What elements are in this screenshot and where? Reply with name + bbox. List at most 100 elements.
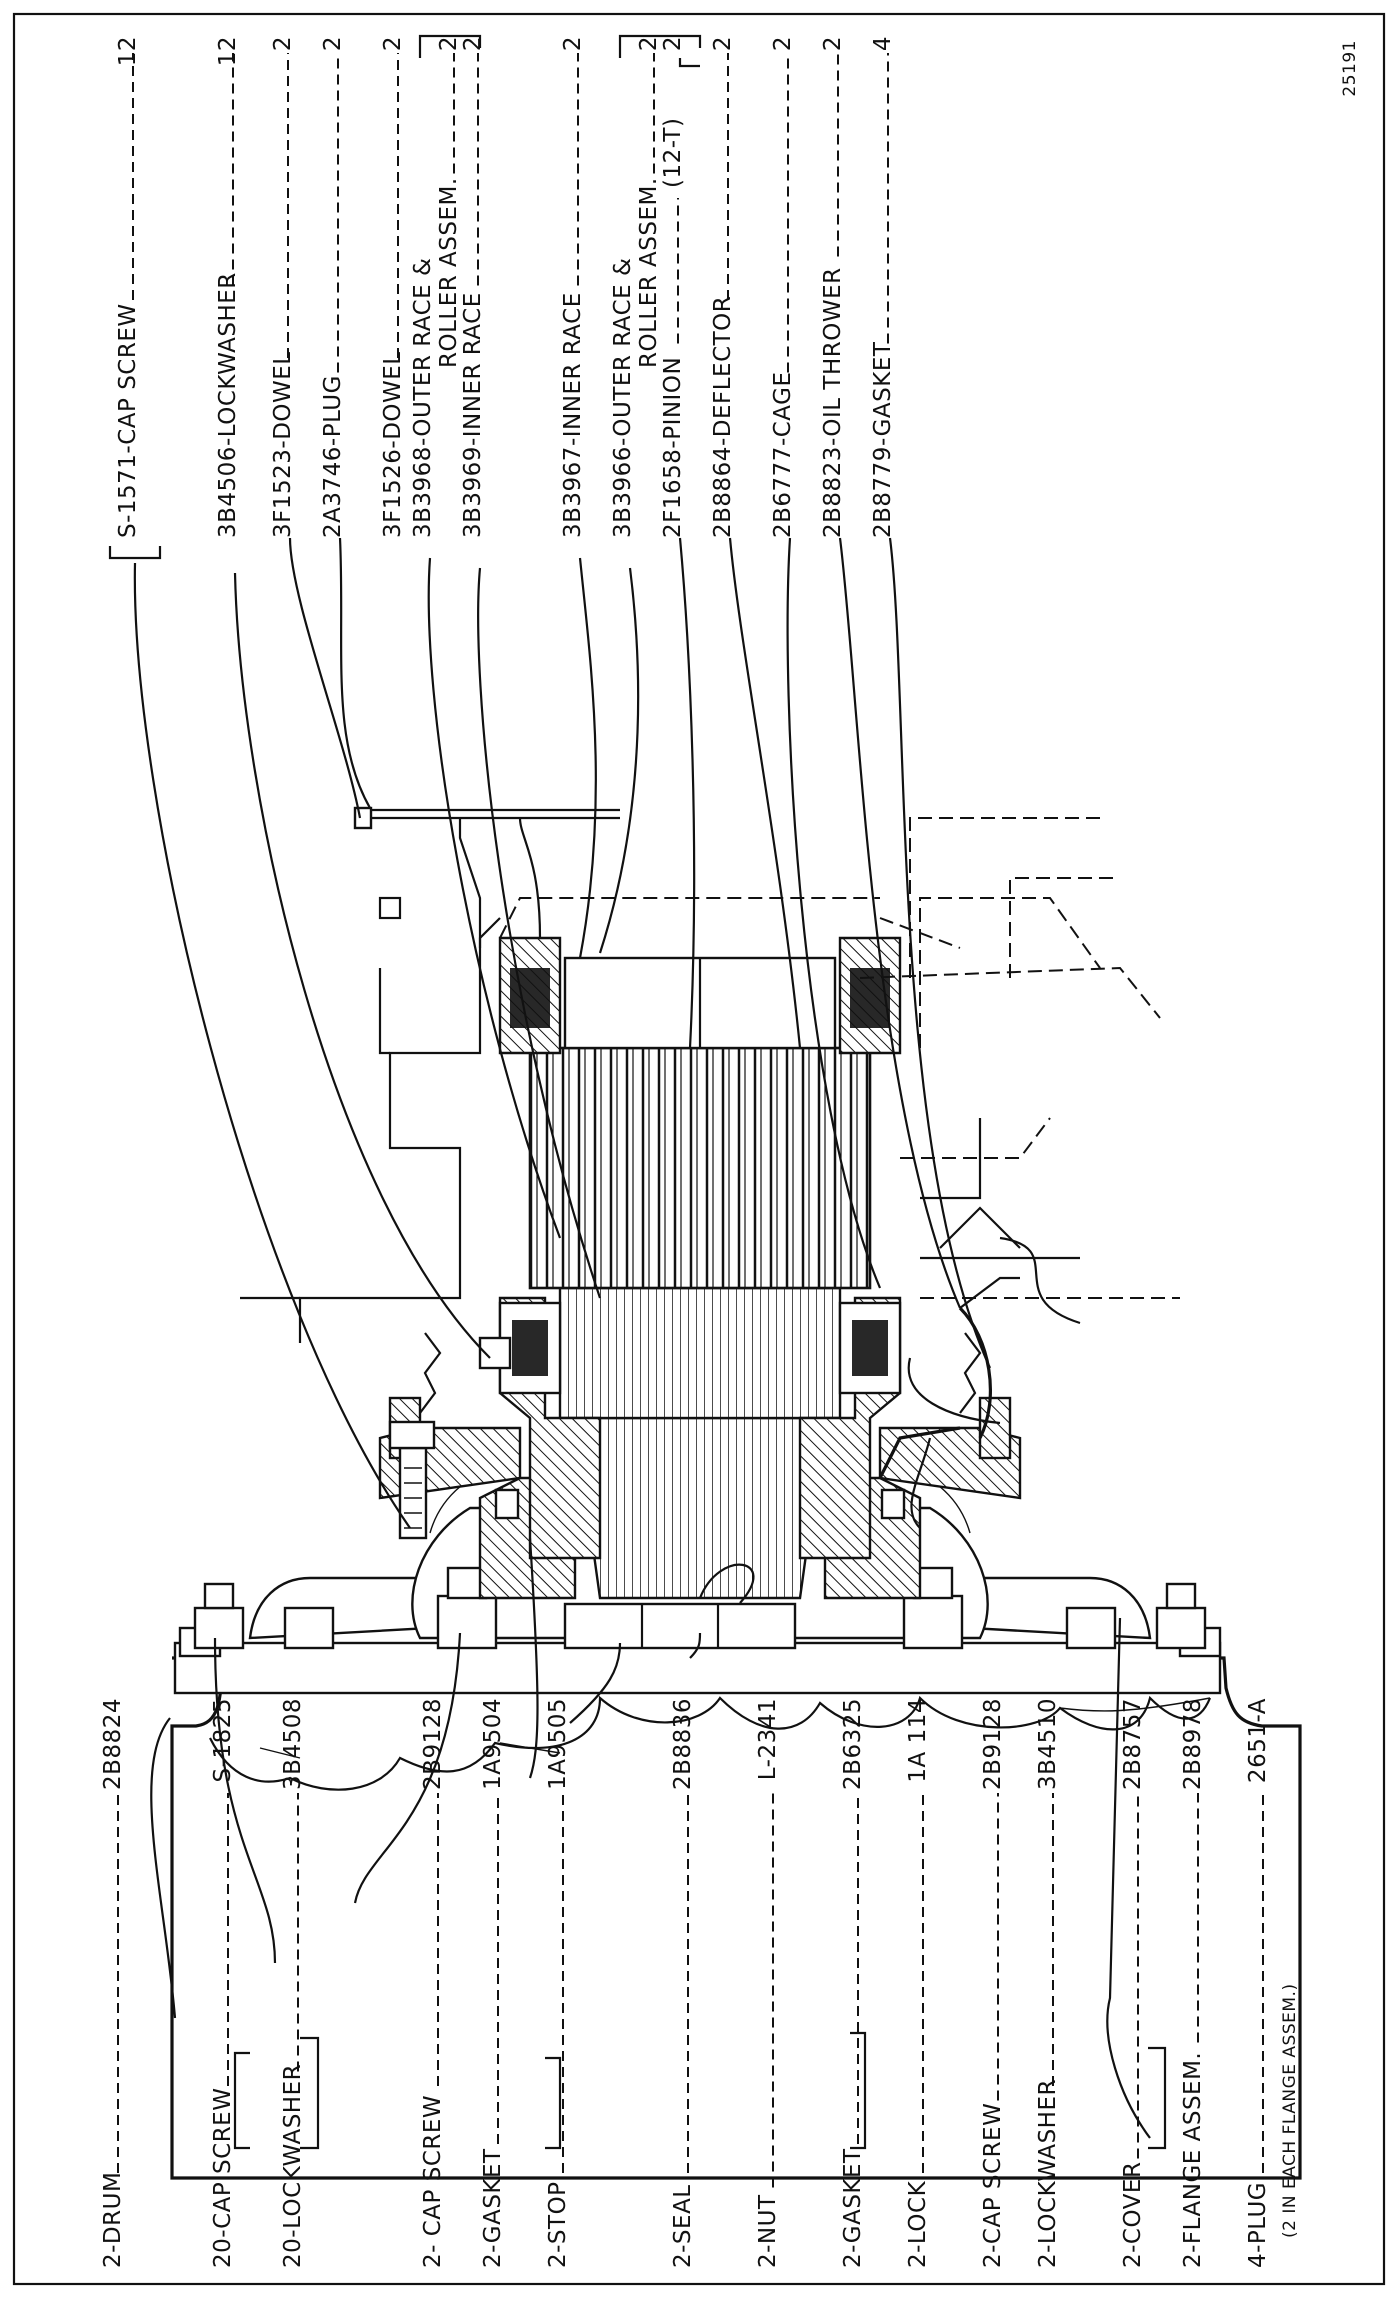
part-number: 2B6325 (840, 1698, 866, 1790)
part-label-cap-screw-20: 20-CAP SCREW S-1825 (210, 1698, 236, 2268)
part-number: 2B8824 (100, 1698, 126, 1790)
part-label-text: 2-DRUM (100, 2172, 126, 2268)
part-quantity: 2 (436, 36, 462, 51)
part-label-text: 2B8779-GASKET (870, 341, 896, 538)
part-number: 2651-A (1245, 1698, 1271, 1783)
leader-outer-race-3b3968 (427, 557, 562, 1239)
part-quantity: 2 (770, 36, 796, 51)
part-label-gasket-2b8779: 2B8779-GASKET 4 (870, 36, 896, 538)
leader-gasket-2a (353, 1632, 462, 1904)
part-quantity: 2 (380, 36, 406, 51)
part-label-cap-screw-2b: 2-CAP SCREW 2B9128 (980, 1698, 1006, 2268)
housing-outline (240, 817, 1180, 1343)
part-label-text-2: ROLLER ASSEM. (636, 177, 662, 368)
part-number: L-2341 (755, 1698, 781, 1780)
part-note: (2 IN EACH FLANGE ASSEM.) (1280, 1983, 1300, 2238)
part-number: S-1825 (210, 1698, 236, 1782)
part-quantity: 4 (870, 36, 896, 51)
plug-and-dowel (353, 806, 620, 948)
part-label-text: 3F1526-DOWEL (380, 351, 406, 538)
part-label-text: 2- CAP SCREW (420, 2095, 446, 2268)
part-label-text: S-1571-CAP SCREW (115, 303, 141, 538)
leader-cover (907, 1357, 1001, 1425)
part-label-outer-race-3b3966: 3B3966-OUTER RACE &ROLLER ASSEM. 2 (610, 36, 662, 538)
part-label-dowel-3f1526: 3F1526-DOWEL 2 (380, 36, 406, 538)
leader-outer-race-3b3966 (598, 567, 640, 954)
part-label-text: 3B3969-INNER RACE (460, 292, 486, 538)
leader-flange-assem (999, 1236, 1081, 1325)
pinion-shaft (558, 1286, 842, 1600)
part-label-text: 20-LOCKWASHER (280, 2064, 306, 2268)
leader-nut (569, 1642, 622, 1724)
part-quantity: 2 (820, 36, 846, 51)
part-number: 2B9128 (980, 1698, 1006, 1790)
part-label-pinion-2f1658: 2F1658-PINION(12-T)2 (660, 36, 686, 538)
oil-thrower-gasket (419, 1276, 1020, 1479)
part-label-flange-assem: 2-FLANGE ASSEM. 2B8978 (1180, 1698, 1206, 2268)
part-label-drum: 2-DRUM 2B8824 (100, 1698, 126, 2268)
leader-gasket-2b8779 (888, 537, 992, 1369)
part-quantity: 2 (636, 36, 662, 51)
part-label-text: 20-CAP SCREW (210, 2088, 236, 2268)
figure-number: 25191 (1340, 40, 1360, 97)
part-label-text: 2A3746-PLUG (320, 375, 346, 538)
part-quantity: 2 (660, 36, 686, 51)
part-quantity: 2 (560, 36, 586, 51)
leader-inner-race-3b3967 (578, 557, 597, 959)
part-quantity: 2 (270, 36, 296, 51)
part-label-text: 3B3968-OUTER RACE & (410, 258, 436, 538)
part-number: 3B4508 (280, 1698, 306, 1790)
part-label-text: 2-LOCKWASHER (1035, 2079, 1061, 2268)
part-label-text: 2-CAP SCREW (980, 2103, 1006, 2268)
leader-lock (698, 1563, 755, 1604)
leader-cap-screw-20 (213, 1637, 277, 1964)
leader-oil-thrower-2b8823 (838, 537, 962, 1309)
sheet-border (12, 12, 1386, 2286)
part-label-text: 2F1658-PINION (660, 357, 686, 538)
leader-pinion-2f1658 (678, 537, 696, 1049)
part-number: 2B8978 (1180, 1698, 1206, 1790)
inner-roller-bearings (498, 1301, 902, 1395)
part-label-cage-2b6777: 2B6777-CAGE 2 (770, 36, 796, 538)
leader-plug-2a3746 (288, 537, 362, 819)
part-label-text: 2-LOCK (905, 2180, 931, 2268)
part-label-text: 2B6777-CAGE (770, 372, 796, 539)
leader-seal (528, 1537, 539, 1779)
part-number: 1A9504 (480, 1698, 506, 1790)
pinion-nut (563, 1602, 797, 1650)
label-brackets (108, 34, 1167, 2150)
leader-gasket-2b (689, 1632, 702, 1659)
mechanical-drawing (170, 806, 1302, 2180)
bottom-parts-list: 2-DRUM 2B8824 20-CAP SCREW S-1825 20-LOCKWAS… (100, 1698, 1300, 2268)
part-quantity: 2 (710, 36, 736, 51)
part-number: 2B8757 (1120, 1698, 1146, 1790)
part-label-text: 3B3966-OUTER RACE & (610, 258, 636, 538)
part-number: 1A9505 (545, 1698, 571, 1790)
leader-dowel-3f1526 (338, 537, 371, 809)
part-number: 2B8836 (670, 1698, 696, 1790)
part-label-text: 3B4506-LOCKWASHER (215, 272, 241, 538)
leader-lines (133, 537, 1151, 2139)
cap-screw-and-dowel (388, 1336, 512, 1540)
part-label-text: 2-FLANGE ASSEM. (1180, 2052, 1206, 2268)
part-label-text: 2-SEAL (670, 2184, 696, 2268)
leader-deflector-2b8864 (728, 537, 802, 1049)
leader-dowel-3f1523 (233, 572, 491, 1359)
